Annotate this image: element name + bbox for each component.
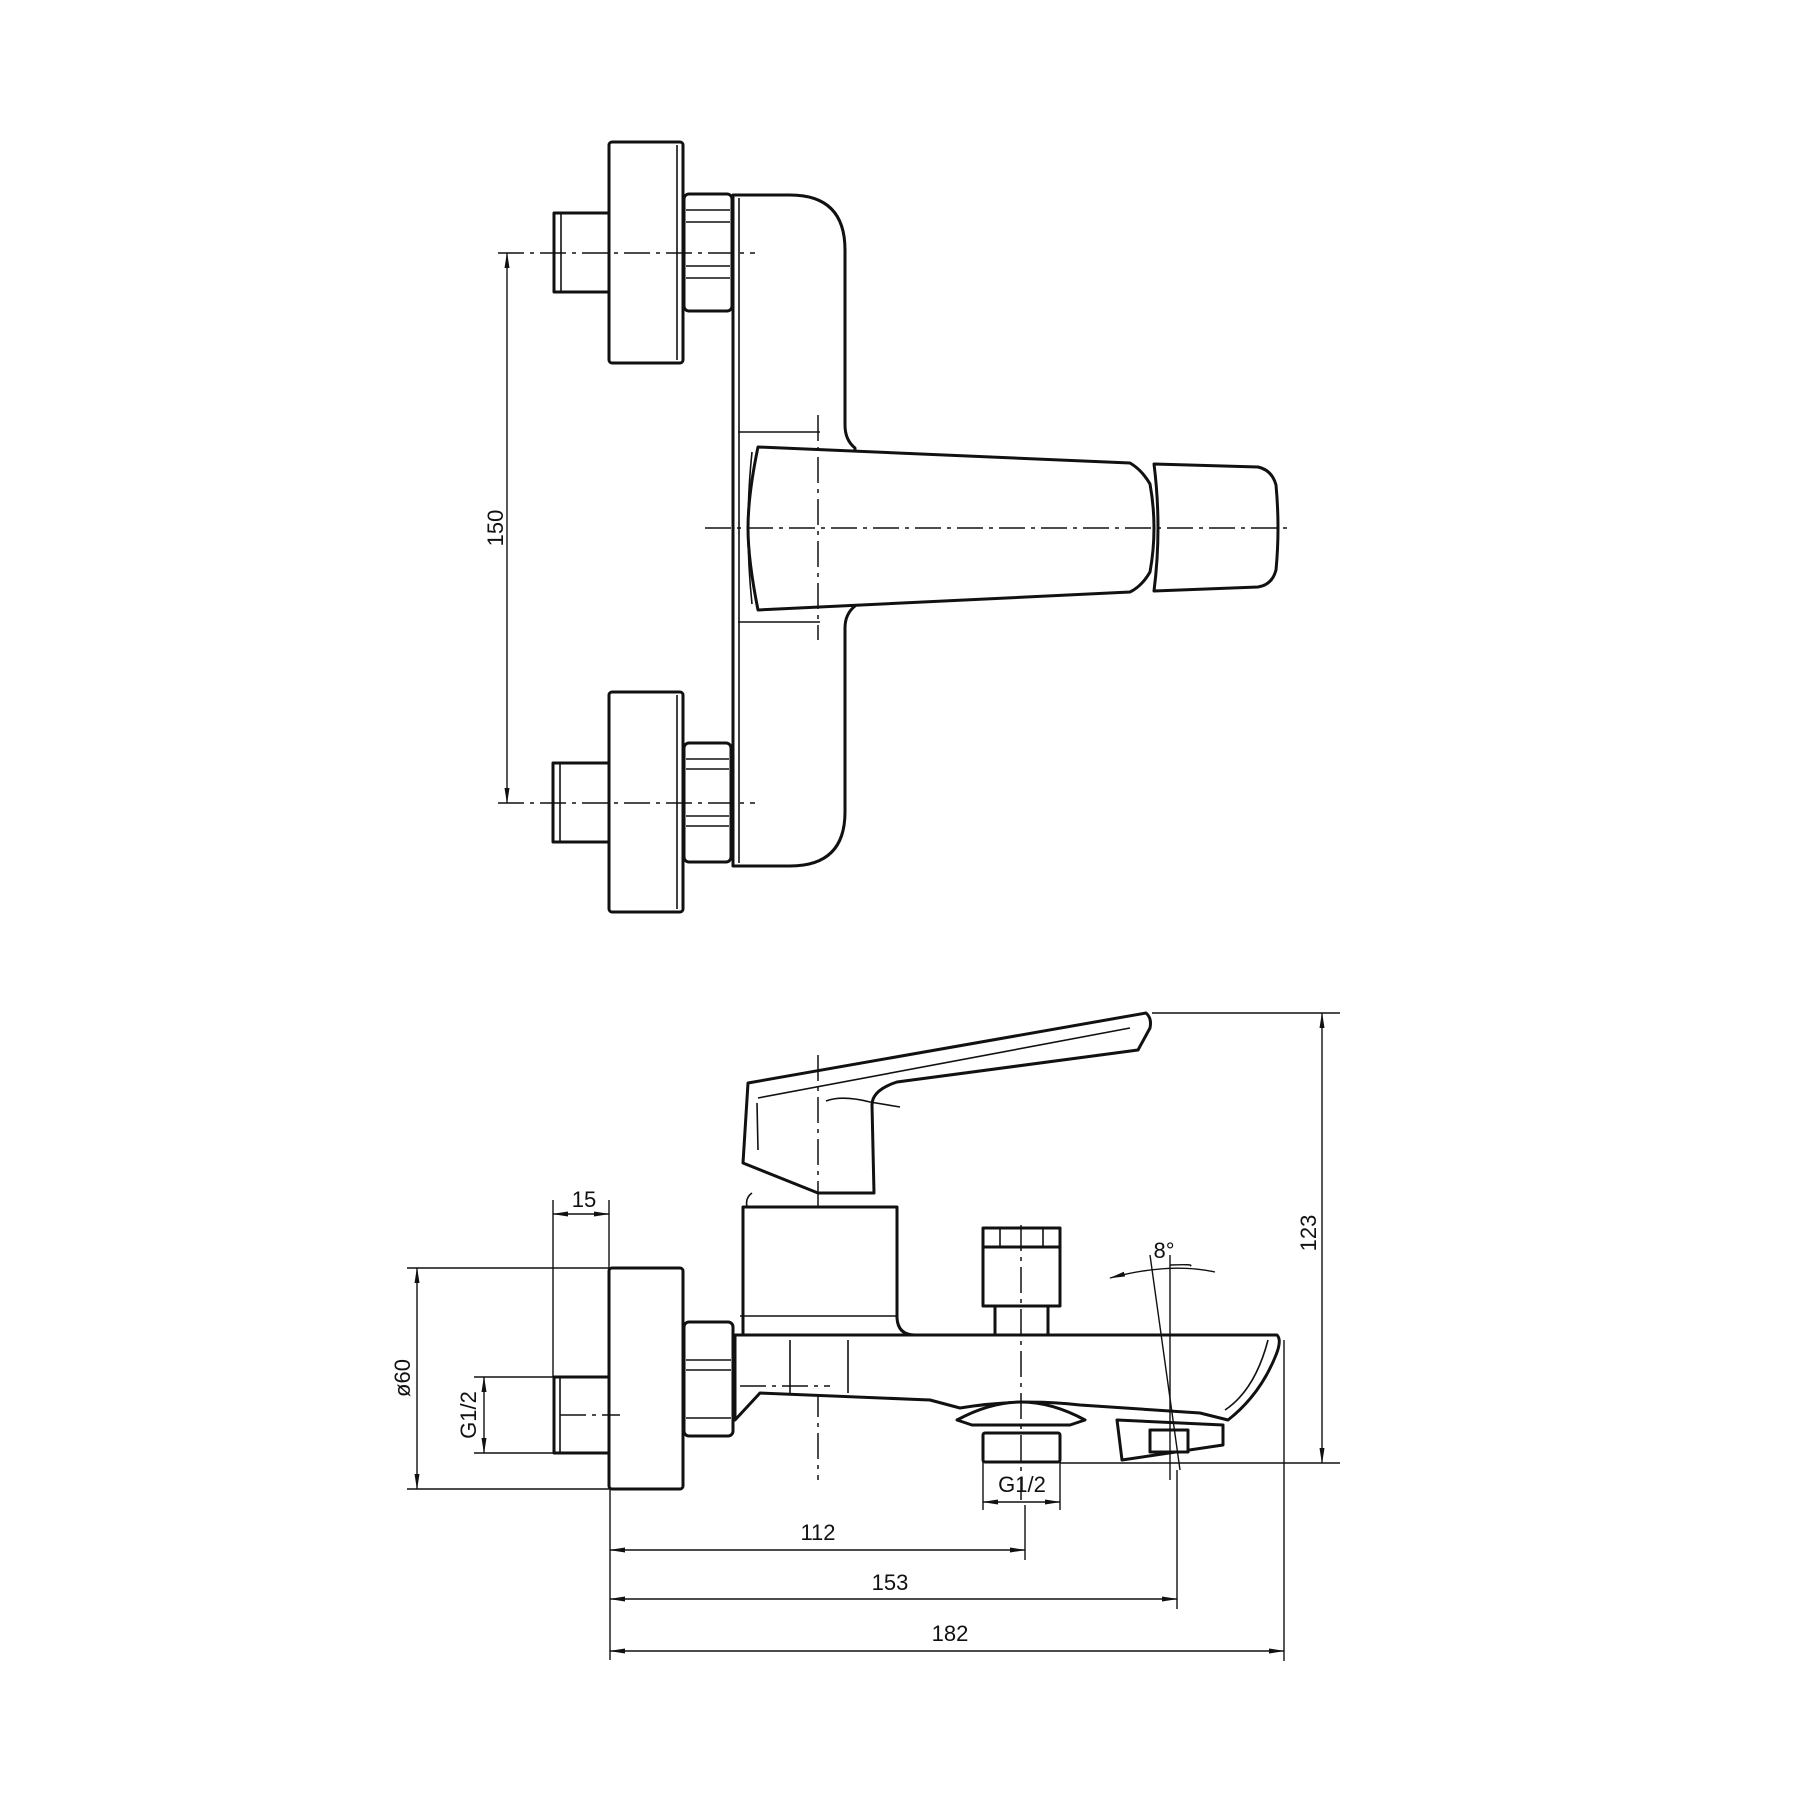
side-hex-nut: [682, 1320, 735, 1438]
lower-inlet: [551, 690, 733, 914]
dim-wall-to-outlet: 112: [800, 1520, 835, 1545]
dim-flange-diameter: ø60: [390, 1359, 415, 1397]
dim-outlet-thread: G1/2: [998, 1472, 1046, 1497]
dim-outlet-angle: 8°: [1153, 1238, 1174, 1263]
spout-side[interactable]: [733, 1333, 1281, 1422]
lever-handle[interactable]: [741, 1011, 1152, 1195]
dim-inlet-thread: G1/2: [456, 1391, 481, 1439]
top-view: 150: [483, 140, 1292, 914]
dim-total-depth: 182: [932, 1621, 969, 1646]
side-view: 8° 15 ø60 G1/2 G1/2 123 1: [390, 1011, 1340, 1661]
dim-inlet-spacing: 150: [483, 510, 508, 547]
lower-wall-flange: [607, 690, 685, 914]
side-wall-flange: [607, 1266, 685, 1491]
dim-height: 123: [1296, 1215, 1321, 1252]
dim-wall-to-aerator: 153: [872, 1570, 909, 1595]
dim-thread-length: 15: [572, 1187, 596, 1212]
